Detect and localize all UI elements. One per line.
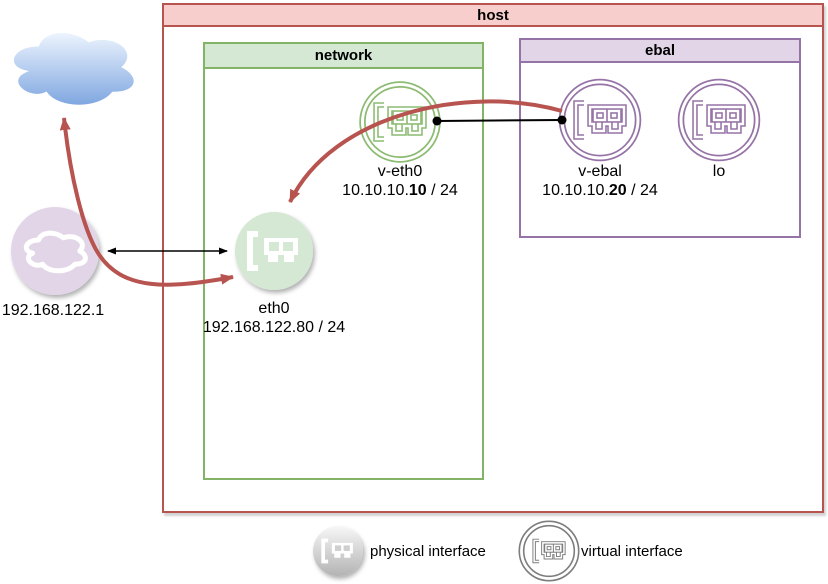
eth0-address: 192.168.122.80 / 24 — [202, 319, 346, 336]
legend-physical-icon — [313, 526, 363, 576]
lo-node — [677, 78, 761, 162]
gateway-label: 192.168.122.1 — [1, 302, 105, 319]
veth0-label-block: v-eth0 10.10.10.10 / 24 — [342, 162, 458, 200]
eth0-node — [235, 212, 313, 290]
vebal-node — [558, 78, 642, 162]
vebal-label: v-ebal — [578, 163, 622, 180]
veth0-address: 10.10.10.10 / 24 — [342, 182, 458, 199]
veth0-label: v-eth0 — [377, 163, 423, 180]
flow-eth0-to-internet — [59, 117, 234, 287]
host-title: host — [164, 5, 822, 27]
eth0-label-block: eth0 192.168.122.80 / 24 — [203, 299, 345, 337]
legend-virtual-icon — [518, 520, 580, 582]
legend-virtual-label: virtual interface — [581, 543, 683, 560]
ebal-container: ebal — [519, 38, 801, 238]
vebal-label-block: v-ebal 10.10.10.20 / 24 — [542, 162, 658, 200]
lo-label: lo — [712, 163, 726, 180]
eth0-label: eth0 — [258, 300, 290, 317]
flow-vebal-to-eth0 — [288, 99, 563, 203]
legend-physical-label: physical interface — [370, 543, 486, 560]
internet-cloud-icon — [11, 31, 136, 107]
network-title: network — [205, 44, 482, 69]
ebal-title: ebal — [521, 40, 799, 63]
veth-pair-link — [432, 115, 567, 126]
vebal-address: 10.10.10.20 / 24 — [542, 182, 658, 199]
nic-icon — [247, 231, 298, 271]
veth0-node — [359, 81, 441, 163]
